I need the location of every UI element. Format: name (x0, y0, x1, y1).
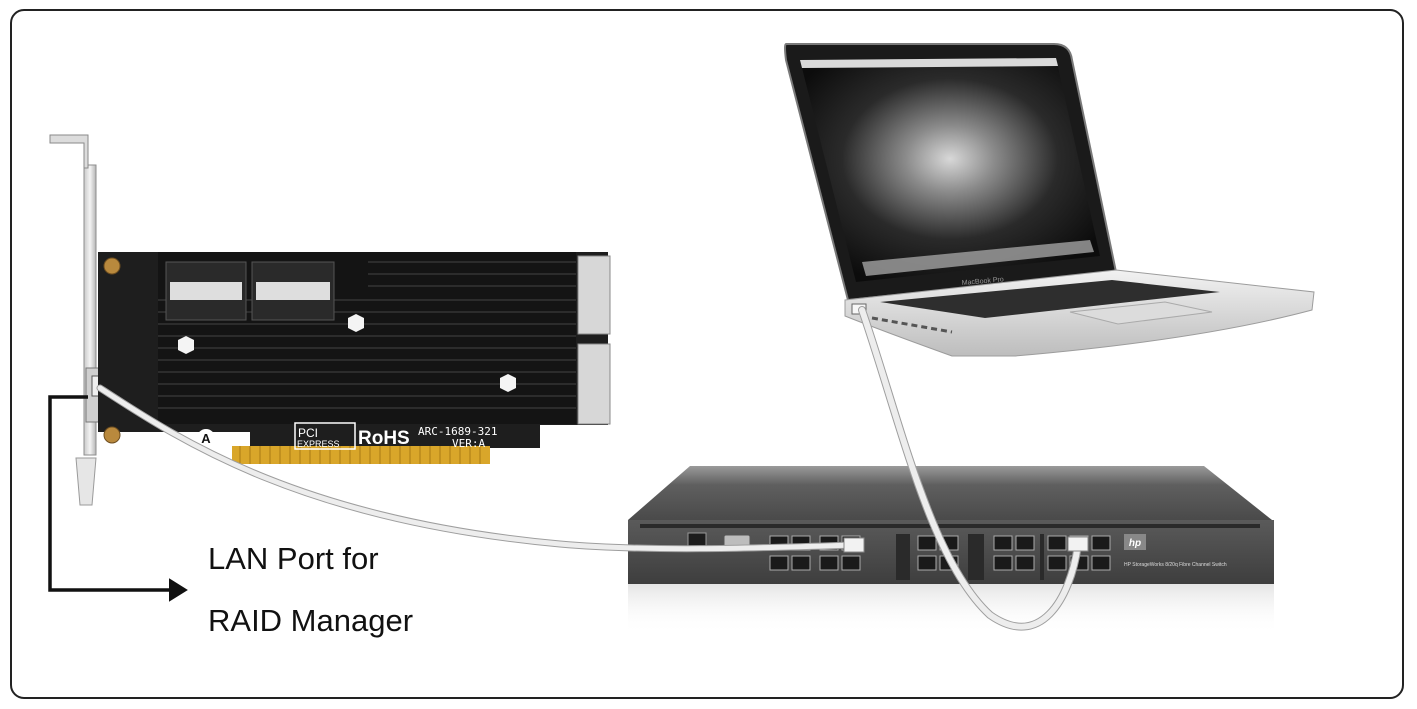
arrow-line (48, 395, 170, 592)
external-connector-2 (577, 343, 611, 425)
heatsink-mount-3 (500, 374, 516, 392)
switch-front-panel (628, 520, 1274, 584)
switch-mgmt-ethernet-port (687, 532, 707, 548)
rohs-label: RoHS (358, 428, 410, 449)
cables (96, 306, 1089, 631)
fibre-channel-switch: hp HP StorageWorks 8/20q Fibre Channel S… (628, 466, 1274, 634)
heatsink-mount-1 (178, 336, 194, 354)
caption-line-2: RAID Manager (208, 603, 414, 638)
laptop-screen (800, 58, 1100, 282)
laptop-keyboard (880, 280, 1220, 318)
pci-express-logo: PCI (298, 426, 318, 440)
pci-bracket-tab (75, 457, 97, 506)
switch-top (628, 466, 1272, 520)
board-marker-circle (197, 429, 215, 447)
pci-bracket-top (49, 134, 89, 169)
card-model-label: ARC-1689-321 (418, 425, 497, 438)
cable-plug-switch-right (1067, 536, 1089, 552)
switch-vents (640, 524, 1260, 580)
laptop-side-ports (871, 316, 953, 334)
pci-express-logo-box (294, 422, 356, 450)
heatsink-mount-2 (348, 314, 364, 332)
board-marker: A (201, 431, 211, 446)
lan-port-arrow (48, 395, 188, 602)
pcb-screw-bottom (103, 426, 121, 444)
external-connector-1 (577, 255, 611, 335)
cable-plug-switch-left (843, 537, 865, 553)
internal-connector-2-latch (256, 282, 330, 300)
pcie-gold-contacts (232, 446, 490, 464)
cable-raid-to-switch-core (97, 385, 855, 552)
switch-product-label: HP StorageWorks 8/20q Fibre Channel Swit… (1124, 562, 1227, 568)
arrow-head-icon (169, 578, 188, 602)
laptop-menu-bar (800, 58, 1058, 68)
raid-controller-card: A PCI EXPRESS RoHS ARC-1689-321 VER:A (49, 134, 611, 506)
pci-express-logo-sub: EXPRESS (297, 439, 340, 449)
card-version-label: VER:A (452, 437, 485, 450)
switch-reflection (628, 584, 1274, 634)
caption-line-1: LAN Port for (208, 541, 379, 576)
laptop-trackpad (1069, 301, 1213, 325)
laptop-dock (862, 240, 1094, 276)
pcb-screw-top (103, 257, 121, 275)
switch-hp-logo-box (1124, 534, 1146, 550)
internal-connector-1-latch (170, 282, 242, 300)
cable-laptop-to-switch-core (859, 307, 1081, 630)
switch-hp-logo: hp (1129, 538, 1141, 549)
laptop-brand-label: MacBook Pro (962, 276, 1005, 287)
switch-port-groups (769, 535, 1111, 571)
